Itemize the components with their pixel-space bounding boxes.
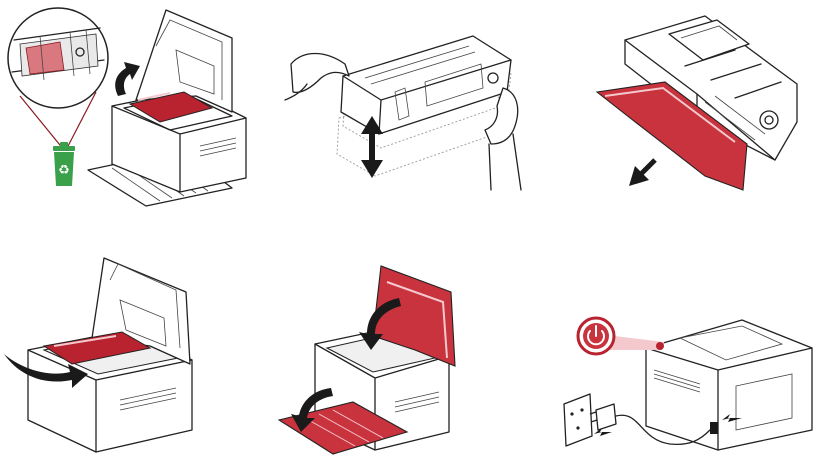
toner-cartridge — [341, 36, 511, 134]
step-4-illustration — [0, 250, 240, 455]
printer-closed — [646, 320, 812, 450]
direction-arrow-icon — [629, 160, 655, 186]
printer-open — [88, 10, 246, 206]
step-1-illustration: ♻ — [0, 0, 260, 215]
step-4-insert-cartridge — [0, 250, 240, 455]
step-5-illustration — [275, 262, 490, 455]
step-5-close-cover — [275, 262, 490, 455]
step-6-power-on — [560, 300, 815, 455]
direction-arrow-icon — [594, 428, 612, 436]
wall-outlet-icon — [564, 394, 592, 446]
step-3-illustration — [585, 10, 815, 200]
step-3-remove-protective-cover — [585, 10, 815, 200]
recycle-bin-icon: ♻ — [53, 142, 75, 186]
step-2-illustration — [285, 30, 525, 200]
step-2-shake-cartridge — [285, 30, 525, 200]
svg-text:♻: ♻ — [58, 163, 70, 178]
left-hand — [291, 54, 349, 93]
step-1-remove-old-cartridge: ♻ — [0, 0, 260, 215]
step-6-illustration — [560, 300, 815, 455]
power-button-icon — [578, 318, 614, 354]
magnifier-circle-icon — [8, 8, 108, 150]
lift-arrow-icon — [115, 62, 140, 96]
